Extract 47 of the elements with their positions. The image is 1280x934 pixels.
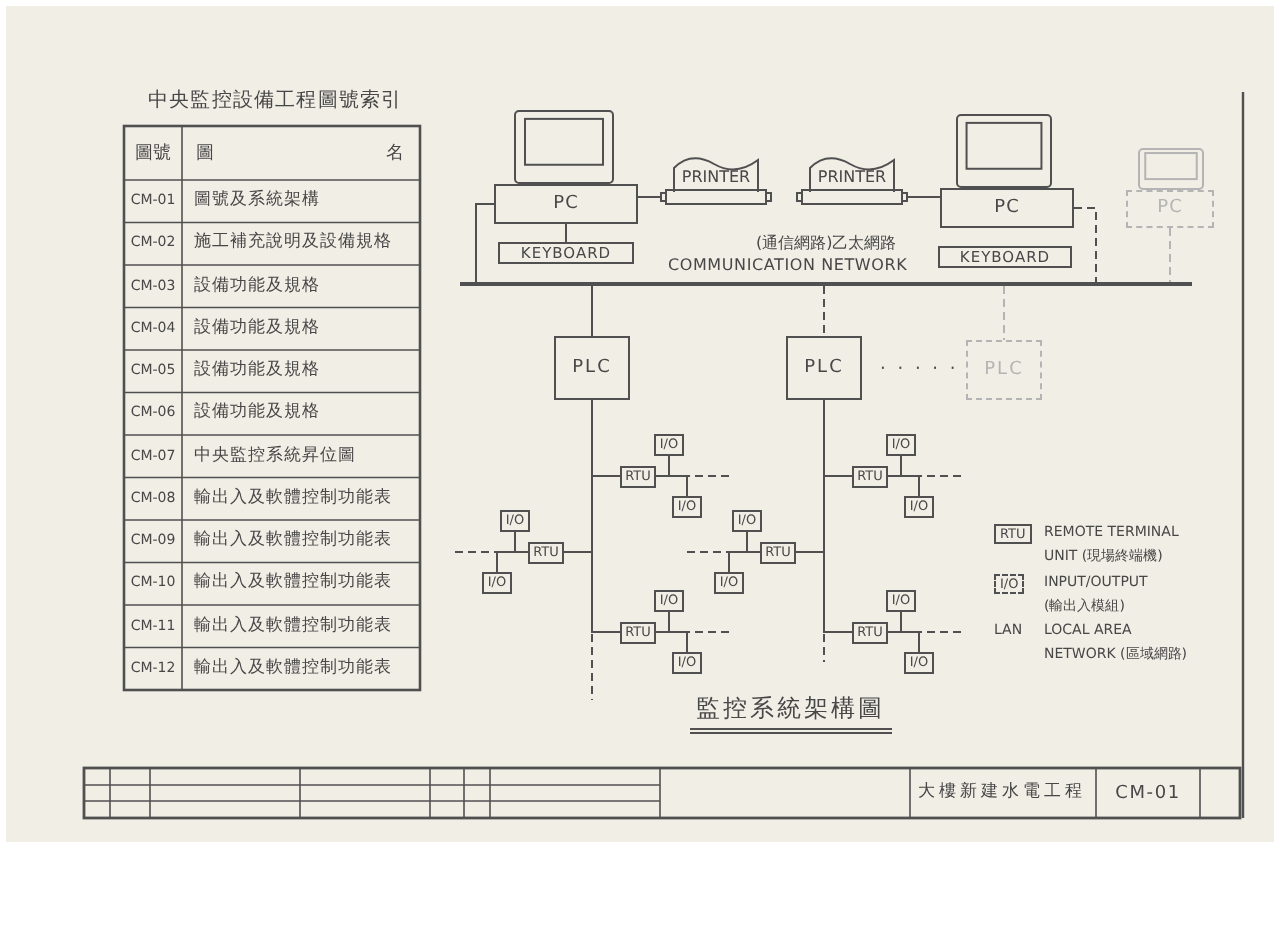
drawing-title: 圖號及系統架構 bbox=[194, 190, 320, 213]
connector-line bbox=[565, 223, 567, 243]
plc-unit: PLC bbox=[554, 336, 630, 400]
connector-line bbox=[823, 285, 825, 337]
drawing-title: 輸出入及軟體控制功能表 bbox=[194, 530, 392, 553]
table-title: 中央監控設備工程圖號索引 bbox=[148, 88, 403, 114]
connector-line bbox=[887, 475, 963, 477]
pc-unit: PC bbox=[1126, 190, 1214, 228]
column-header: 圖 名 bbox=[196, 141, 404, 165]
drawing-title: 設備功能及規格 bbox=[194, 275, 320, 298]
column-header: 圖號 bbox=[135, 141, 171, 165]
connector-line bbox=[453, 551, 529, 553]
diagram-caption: 監控系統架構圖 bbox=[690, 694, 891, 734]
drawing-title: 輸出入及軟體控制功能表 bbox=[194, 487, 392, 510]
connector-line bbox=[591, 399, 593, 701]
project-name: 大樓新建水電工程 bbox=[918, 782, 1086, 804]
connector-line bbox=[1003, 285, 1005, 341]
continuation-dots: · · · · · bbox=[880, 358, 959, 382]
network-bus-line bbox=[460, 282, 1192, 286]
drawing-title: 設備功能及規格 bbox=[194, 317, 320, 340]
drawing-title: 輸出入及軟體控制功能表 bbox=[194, 657, 392, 680]
drawing-title: 設備功能及規格 bbox=[194, 402, 320, 425]
printer-unit: PRINTER bbox=[796, 152, 908, 208]
connector-line bbox=[655, 475, 731, 477]
sheet-number: CM-01 bbox=[1115, 781, 1181, 805]
connector-line bbox=[591, 285, 593, 337]
connector-line bbox=[887, 631, 963, 633]
drawing-title: 中央監控系統昇位圖 bbox=[194, 445, 356, 468]
pc-unit: PC bbox=[940, 188, 1074, 228]
connector-line bbox=[1073, 207, 1097, 283]
network-label: COMMUNICATION NETWORK bbox=[668, 256, 908, 276]
pc-unit: PC bbox=[494, 184, 638, 224]
connector-line bbox=[907, 196, 941, 198]
connector-line bbox=[475, 203, 495, 283]
drawing-title: 施工補充說明及設備規格 bbox=[194, 232, 392, 255]
printer-unit: PRINTER bbox=[660, 152, 772, 208]
connector-line bbox=[637, 196, 661, 198]
connector-line bbox=[823, 399, 825, 663]
drawing-title: 設備功能及規格 bbox=[194, 360, 320, 383]
connector-line bbox=[655, 631, 731, 633]
drawing-title: 輸出入及軟體控制功能表 bbox=[194, 615, 392, 638]
drawing-title: 輸出入及軟體控制功能表 bbox=[194, 572, 392, 595]
connector-line bbox=[685, 551, 761, 553]
network-label: (通信網路)乙太網路 bbox=[756, 234, 897, 254]
plc-unit: PLC bbox=[966, 340, 1042, 400]
connector-line bbox=[1169, 227, 1171, 283]
plc-unit: PLC bbox=[786, 336, 862, 400]
